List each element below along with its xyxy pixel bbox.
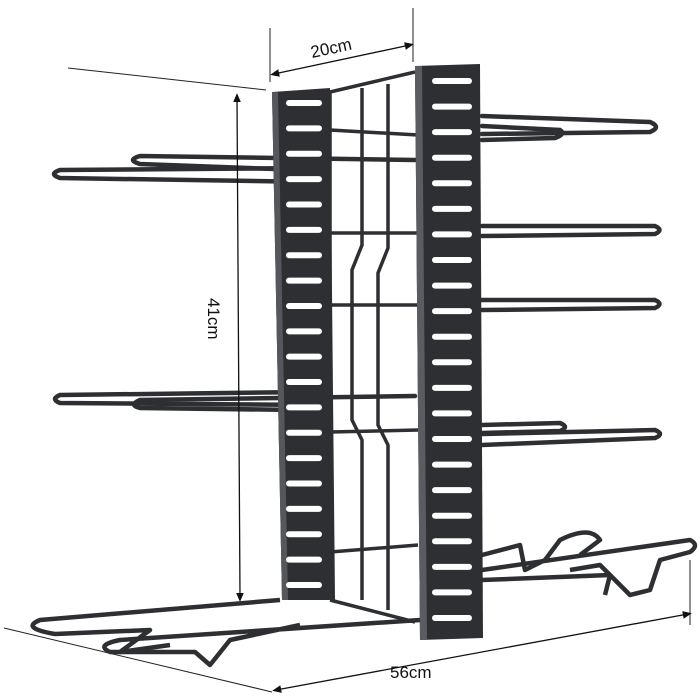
panel-slot bbox=[286, 150, 322, 157]
panel-slot bbox=[286, 176, 322, 183]
panel-slot bbox=[286, 226, 322, 233]
panel-slot bbox=[432, 129, 472, 136]
panel-slot bbox=[286, 556, 322, 563]
panel-slot bbox=[432, 180, 472, 187]
panel-slot bbox=[286, 277, 322, 284]
panel-slot bbox=[432, 487, 472, 494]
panel-slot bbox=[286, 455, 322, 462]
left-panel bbox=[272, 88, 335, 600]
panel-slot bbox=[432, 154, 472, 161]
base-wires bbox=[30, 530, 698, 668]
height-label: 41cm bbox=[204, 298, 223, 340]
panel-slot bbox=[432, 615, 472, 621]
panel-slot bbox=[286, 505, 322, 512]
right-arms bbox=[479, 113, 663, 448]
panel-slot bbox=[432, 589, 472, 596]
panel-slot bbox=[286, 379, 322, 386]
panel-slot bbox=[286, 480, 322, 487]
panel-slot bbox=[432, 538, 472, 545]
panel-slot bbox=[432, 282, 472, 289]
panel-slot bbox=[432, 512, 472, 519]
length-label: 56cm bbox=[390, 663, 432, 682]
panel-slot bbox=[286, 302, 322, 309]
right-panel bbox=[415, 64, 483, 640]
panel-slot bbox=[432, 78, 472, 84]
panel-slot bbox=[432, 461, 472, 468]
back-wire-frame bbox=[328, 70, 416, 624]
width-dimension-line bbox=[270, 42, 414, 77]
panel-slot bbox=[286, 252, 322, 259]
dimension-lines bbox=[233, 42, 692, 693]
panel-slot bbox=[286, 429, 322, 436]
panel-slot bbox=[286, 531, 322, 538]
panel-slot bbox=[432, 333, 472, 340]
panel-slot bbox=[432, 231, 472, 238]
panel-slot bbox=[286, 353, 322, 360]
panel-slot bbox=[432, 308, 472, 315]
panel-slot bbox=[286, 201, 322, 208]
panel-slot bbox=[286, 125, 322, 132]
panel-slot bbox=[286, 100, 322, 106]
panel-slot bbox=[432, 257, 472, 263]
left-arms bbox=[51, 153, 418, 413]
panel-slot bbox=[432, 384, 472, 391]
panel-slot bbox=[432, 563, 472, 570]
panel-slot bbox=[432, 436, 472, 442]
cross-bars bbox=[329, 128, 419, 554]
dimension-guides bbox=[3, 8, 691, 693]
panel-slot bbox=[286, 404, 322, 411]
height-dimension-line bbox=[233, 93, 244, 602]
panel-slot bbox=[432, 103, 472, 110]
panel-slot bbox=[286, 328, 322, 335]
panel-slot bbox=[286, 582, 322, 588]
panel-slot bbox=[432, 205, 472, 212]
length-dimension-line bbox=[272, 611, 692, 693]
left-panel-slots bbox=[286, 100, 322, 588]
panel-slot bbox=[432, 359, 472, 366]
panel-slot bbox=[432, 410, 472, 417]
right-panel-slots bbox=[432, 78, 472, 621]
